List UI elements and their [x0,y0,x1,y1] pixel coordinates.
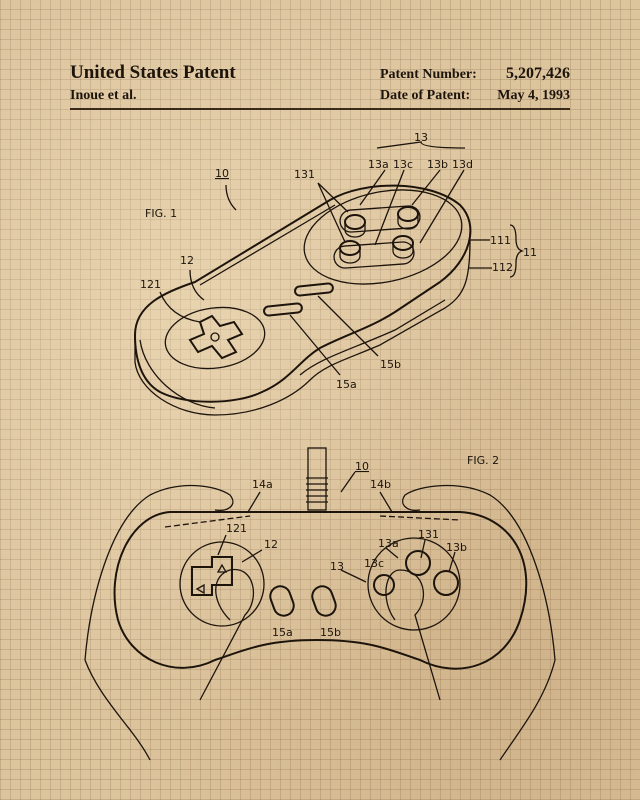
fig1-caption: FIG. 1 [145,207,177,220]
fig1-label-12: 12 [180,254,194,267]
fig1-face-buttons [339,206,419,264]
fig2-label-13a: 13a [378,537,399,550]
patent-title: United States Patent [70,62,236,83]
fig1-label-13: 13 [414,131,428,144]
fig2-label-13c: 13c [364,557,384,570]
fig2-label-15b: 15b [320,626,341,639]
fig2-controller-with-hands-drawing: FIG. 2 10 14a 14b 121 12 13a 131 13b 13c… [84,447,556,761]
fig2-label-13b: 13b [446,541,467,554]
fig2-label-131: 131 [418,528,439,541]
fig1-label-15a: 15a [336,378,357,391]
fig1-label-13c: 13c [393,158,413,171]
fig1-controller-drawing: FIG. 1 10 13 13a 13c 13b 13d 131 111 112… [133,131,537,416]
fig1-label-13b: 13b [427,158,448,171]
fig2-label-14b: 14b [370,478,391,491]
date-label: Date of Patent: [380,88,471,103]
fig1-label-13a: 13a [368,158,389,171]
fig2-label-12: 12 [264,538,278,551]
fig1-label-131: 131 [294,168,315,181]
fig2-label-13: 13 [330,560,344,573]
fig1-label-10: 10 [215,167,229,180]
fig1-label-111: 111 [490,234,511,247]
fig1-label-13d: 13d [452,158,473,171]
fig1-label-121: 121 [140,278,161,291]
patent-header: United States Patent Inoue et al. Patent… [70,62,570,110]
patent-number: 5,207,426 [506,65,570,82]
inventor: Inoue et al. [70,88,137,103]
patent-number-label: Patent Number: [380,67,477,82]
fig2-caption: FIG. 2 [467,454,499,467]
fig1-label-15b: 15b [380,358,401,371]
fig2-label-15a: 15a [272,626,293,639]
fig2-label-14a: 14a [252,478,273,491]
fig2-label-10: 10 [355,460,369,473]
fig2-label-121: 121 [226,522,247,535]
fig1-label-112: 112 [492,261,513,274]
fig1-label-11: 11 [523,246,537,259]
patent-date: May 4, 1993 [497,88,570,103]
